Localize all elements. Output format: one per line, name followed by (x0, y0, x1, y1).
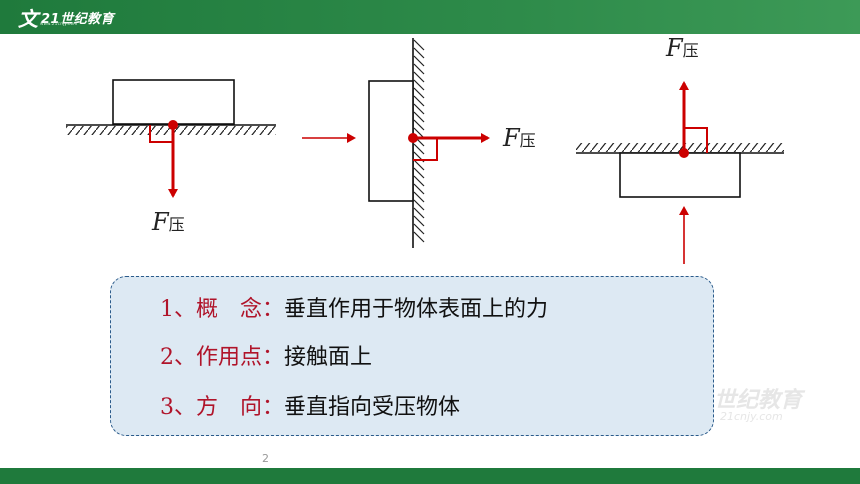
contact-point-2 (408, 133, 418, 143)
ceiling-hatch (576, 143, 784, 152)
block-1 (112, 79, 235, 125)
diagram-wall (368, 38, 490, 248)
header-bar: 文 21世纪教育 www.21cnjy.com (0, 0, 860, 34)
logo: 文 21世纪教育 (18, 5, 115, 31)
point-application: 2、作用点：接触面上 (160, 345, 373, 370)
contact-point-1 (168, 120, 178, 130)
logo-url: www.21cnjy.com (40, 21, 78, 26)
watermark: 世纪教育 (714, 388, 803, 413)
point-direction: 3、方 向：垂直指向受压物体 (160, 395, 461, 420)
diagram-ceiling (576, 81, 784, 264)
floor-hatch (66, 126, 276, 135)
right-angle-2 (413, 138, 438, 161)
right-angle-1 (149, 125, 172, 143)
footer-bar (0, 468, 860, 484)
force-label-2: F压 (503, 124, 536, 152)
logo-mark: 文 (18, 6, 38, 31)
diagram-floor (66, 79, 276, 198)
block-2 (368, 80, 414, 202)
contact-point-3 (679, 148, 689, 158)
watermark-sub: 21cnjy.com (720, 410, 783, 423)
force-label-3: F压 (666, 34, 699, 62)
force-label-1: F压 (152, 208, 185, 236)
point-definition: 1、概 念：垂直作用于物体表面上的力 (160, 297, 549, 322)
block-3 (619, 152, 741, 198)
definition-box (110, 276, 714, 436)
right-angle-3 (684, 127, 708, 153)
page-number: 2 (262, 452, 269, 465)
logo-text: 21世纪教育 (41, 11, 115, 27)
